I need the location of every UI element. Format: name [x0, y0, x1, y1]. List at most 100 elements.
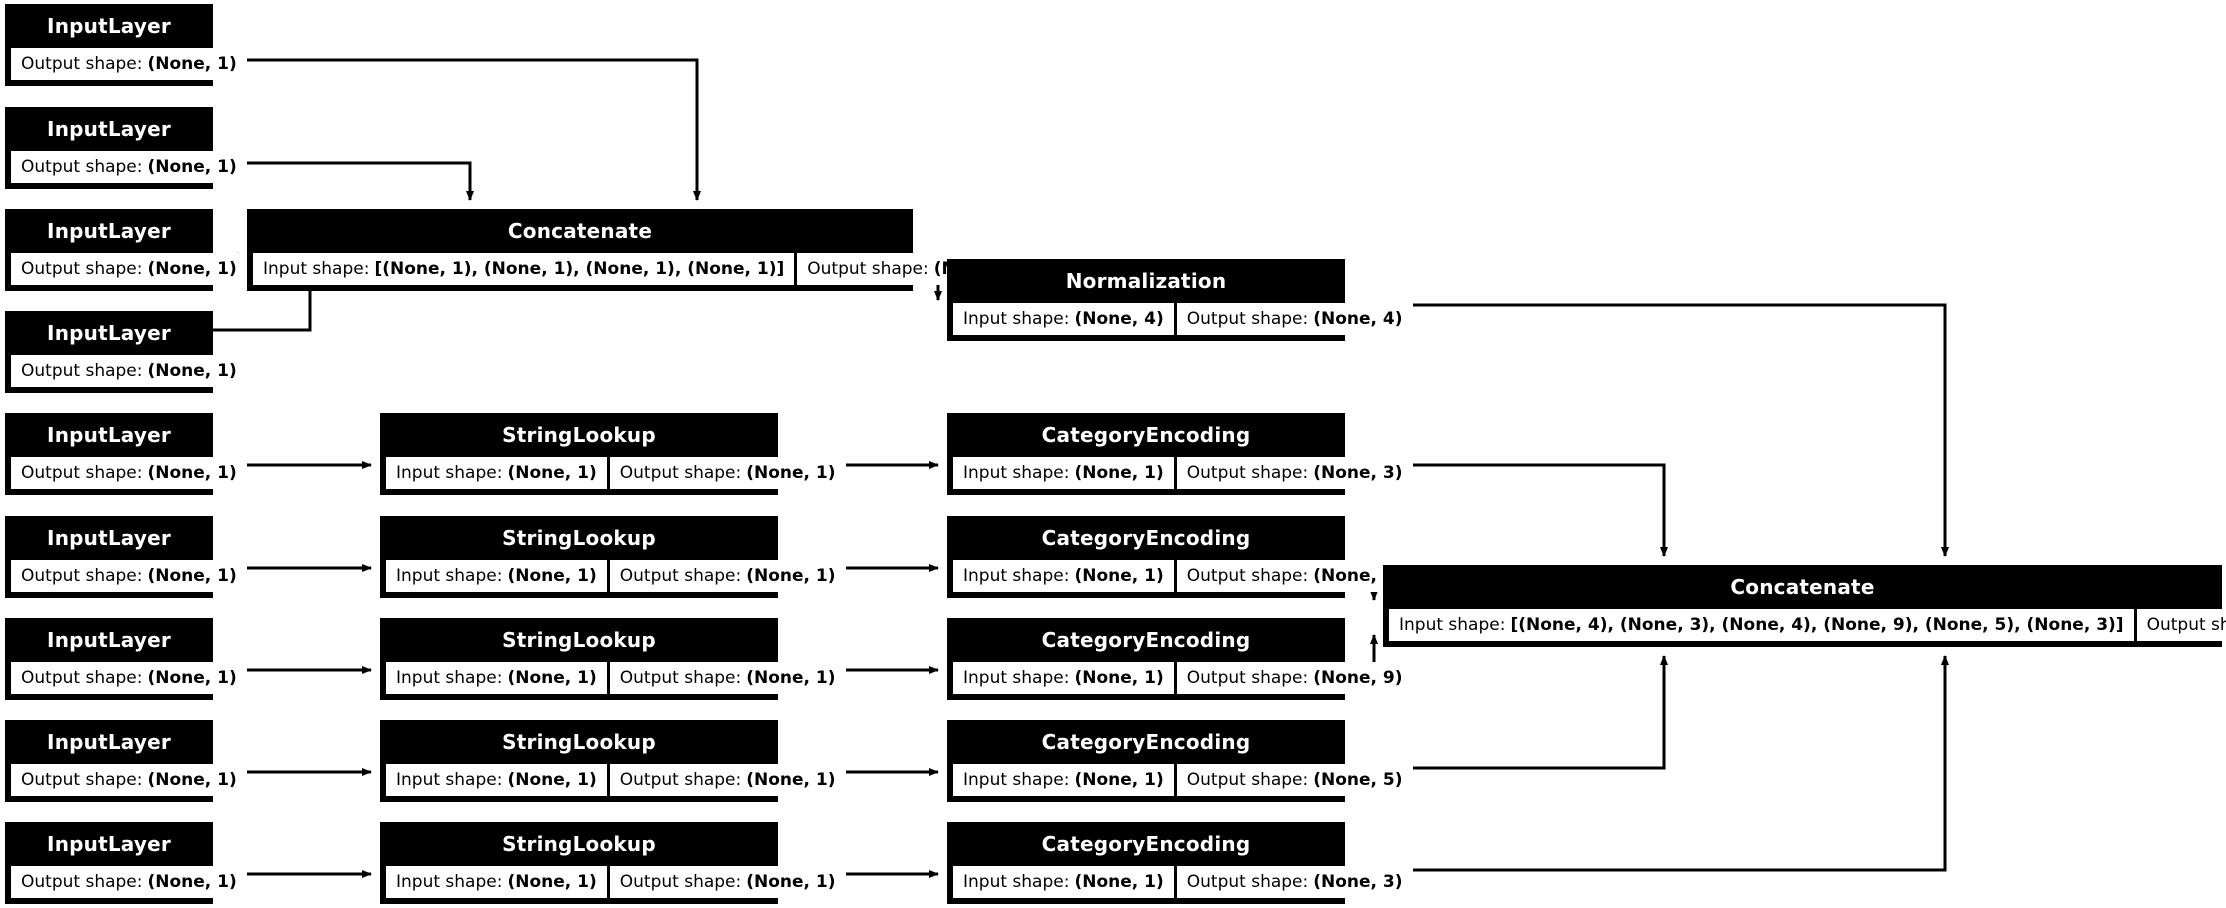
node-body-input_6: Output shape:(None, 1) [8, 557, 247, 595]
node-title-lookup_3: StringLookup [383, 621, 775, 659]
node-body-encoding_3: Input shape:(None, 1)Output shape:(None,… [950, 659, 1413, 697]
shape-label: Output shape: [1186, 668, 1309, 688]
shape-cell-lookup_2-0: Input shape:(None, 1) [386, 560, 607, 592]
shape-label: Input shape: [396, 463, 503, 483]
shape-value: (None, 1) [746, 463, 836, 483]
shape-value: (None, 1) [507, 668, 597, 688]
shape-value: (None, 1) [147, 157, 237, 177]
shape-label: Output shape: [1186, 463, 1309, 483]
shape-label: Input shape: [396, 668, 503, 688]
shape-value: (None, 1) [746, 872, 836, 892]
shape-cell-input_5-0: Output shape:(None, 1) [11, 457, 247, 489]
shape-label: Output shape: [619, 566, 742, 586]
shape-cell-input_6-0: Output shape:(None, 1) [11, 560, 247, 592]
shape-label: Output shape: [619, 668, 742, 688]
shape-label: Output shape: [21, 259, 143, 279]
shape-cell-lookup_3-0: Input shape:(None, 1) [386, 662, 607, 694]
shape-label: Output shape: [619, 770, 742, 790]
shape-label: Output shape: [1186, 309, 1309, 329]
node-body-concat_numeric: Input shape:[(None, 1), (None, 1), (None… [250, 250, 1034, 288]
shape-cell-encoding_3-1: Output shape:(None, 9) [1176, 662, 1413, 694]
shape-value: (None, 1) [507, 770, 597, 790]
shape-cell-concat_numeric-0: Input shape:[(None, 1), (None, 1), (None… [253, 253, 795, 285]
shape-value: (None, 1) [147, 54, 237, 74]
node-body-input_3: Output shape:(None, 1) [8, 250, 247, 288]
shape-cell-lookup_3-1: Output shape:(None, 1) [609, 662, 846, 694]
shape-value: (None, 1) [1074, 566, 1164, 586]
node-title-concat_numeric: Concatenate [250, 212, 910, 250]
shape-cell-normalization-0: Input shape:(None, 4) [953, 303, 1174, 335]
shape-label: Input shape: [963, 668, 1070, 688]
shape-label: Output shape: [1186, 566, 1309, 586]
shape-cell-lookup_4-0: Input shape:(None, 1) [386, 764, 607, 796]
shape-value: (None, 4) [1074, 309, 1164, 329]
node-body-encoding_4: Input shape:(None, 1)Output shape:(None,… [950, 761, 1413, 799]
shape-cell-encoding_5-0: Input shape:(None, 1) [953, 866, 1174, 898]
node-title-normalization: Normalization [950, 262, 1342, 300]
shape-value: (None, 1) [1074, 872, 1164, 892]
shape-cell-encoding_3-0: Input shape:(None, 1) [953, 662, 1174, 694]
shape-value: (None, 5) [1313, 770, 1403, 790]
node-title-input_3: InputLayer [8, 212, 210, 250]
node-body-lookup_5: Input shape:(None, 1)Output shape:(None,… [383, 863, 846, 901]
shape-value: [(None, 4), (None, 3), (None, 4), (None,… [1510, 615, 2124, 635]
shape-value: (None, 9) [1313, 668, 1403, 688]
edge-input_2-to-concat_numeric [213, 161, 474, 201]
shape-cell-encoding_1-1: Output shape:(None, 3) [1176, 457, 1413, 489]
node-body-normalization: Input shape:(None, 4) Output shape: (None,… [950, 300, 1413, 338]
shape-cell-input_4-0: Output shape:(None, 1) [11, 355, 247, 387]
node-body-lookup_2: Input shape:(None, 1) Output shape: (None,… [383, 557, 846, 595]
edge-input_1-to-concat_numeric [213, 58, 701, 201]
shape-label: Output shape: [21, 54, 143, 74]
shape-cell-lookup_1-0: Input shape:(None, 1) [386, 457, 607, 489]
node-body-encoding_1: Input shape:(None, 1)Output shape:(None,… [950, 454, 1413, 492]
shape-value: (None, 1) [746, 770, 836, 790]
shape-value: (None, 1) [507, 566, 597, 586]
shape-cell-input_8-0: Output shape:(None, 1) [11, 764, 247, 796]
shape-label: Output shape: [619, 463, 742, 483]
node-title-input_5: InputLayer [8, 416, 210, 454]
shape-label: Output shape: [21, 566, 143, 586]
shape-cell-lookup_5-0: Input shape:(None, 1) [386, 866, 607, 898]
shape-cell-lookup_4-1: Output shape:(None, 1) [609, 764, 846, 796]
shape-value: (None, 1) [147, 361, 237, 381]
node-body-input_7: Output shape:(None, 1) [8, 659, 247, 697]
node-body-input_5: Output shape:(None, 1) [8, 454, 247, 492]
shape-cell-lookup_1-1: Output shape:(None, 1) [609, 457, 846, 489]
shape-value: (None, 1) [507, 872, 597, 892]
node-body-input_9: Output shape:(None, 1) [8, 863, 247, 901]
shape-label: Input shape: [1399, 615, 1506, 635]
node-body-input_2: Output shape:(None, 1) [8, 148, 247, 186]
shape-label: Output shape: [1186, 872, 1309, 892]
node-title-input_1: InputLayer [8, 7, 210, 45]
shape-label: Input shape: [396, 770, 503, 790]
shape-value: (None, 1) [507, 463, 597, 483]
shape-label: Output shape: [21, 463, 143, 483]
node-body-lookup_4: Input shape:(None, 1)Output shape:(None,… [383, 761, 846, 799]
shape-label: Output shape: [21, 668, 143, 688]
node-title-input_4: InputLayer [8, 314, 210, 352]
